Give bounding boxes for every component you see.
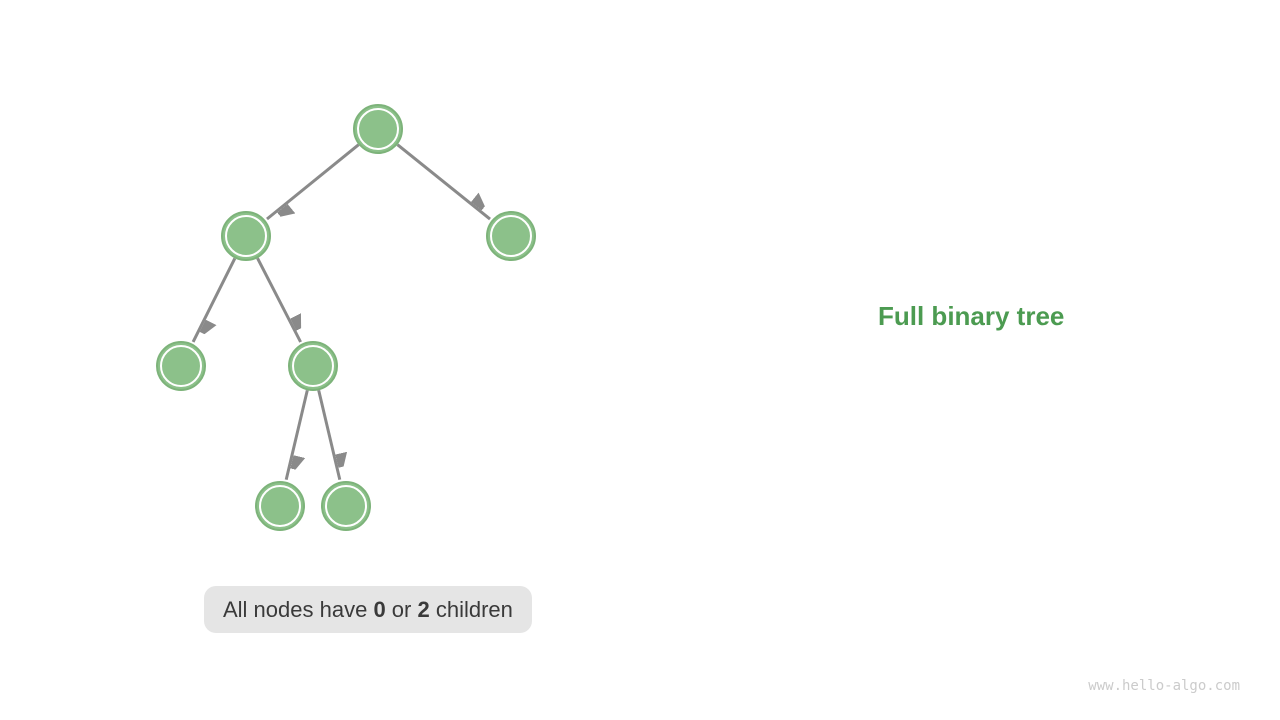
tree-edge-left-right-to-rr-child bbox=[317, 389, 340, 481]
node-circle bbox=[321, 481, 371, 531]
diagram-title: Full binary tree bbox=[878, 301, 1065, 331]
node-inner-ring bbox=[225, 215, 267, 257]
node-inner-ring bbox=[259, 485, 301, 527]
node-inner-ring bbox=[490, 215, 532, 257]
caption-text-part: All nodes have bbox=[223, 597, 374, 622]
caption-text-part: 0 bbox=[373, 597, 386, 622]
tree-edge-left-to-left-left bbox=[191, 257, 237, 343]
node-circle bbox=[255, 481, 305, 531]
node-circle bbox=[353, 104, 403, 154]
tree-edge-root-to-right bbox=[396, 143, 491, 221]
node-circle bbox=[156, 341, 206, 391]
caption-text-part: or bbox=[385, 597, 418, 622]
tree-node-root bbox=[353, 104, 403, 154]
tree-nodes bbox=[156, 104, 536, 531]
caption-text-part: 2 bbox=[417, 597, 430, 622]
tree-edge-left-right-to-ll-child bbox=[284, 389, 309, 481]
node-inner-ring bbox=[160, 345, 202, 387]
tree-edge-left-to-left-right bbox=[256, 257, 302, 343]
node-circle bbox=[221, 211, 271, 261]
tree-node-left-right bbox=[288, 341, 338, 391]
tree-edge-root-to-left bbox=[266, 143, 360, 221]
node-circle bbox=[288, 341, 338, 391]
caption-box: All nodes have 0 or 2 children bbox=[204, 586, 532, 633]
tree-node-right bbox=[486, 211, 536, 261]
tree-node-ll-child bbox=[255, 481, 305, 531]
node-inner-ring bbox=[292, 345, 334, 387]
node-inner-ring bbox=[325, 485, 367, 527]
watermark: www.hello-algo.com bbox=[1088, 678, 1240, 694]
tree-edges bbox=[191, 143, 491, 481]
node-circle bbox=[486, 211, 536, 261]
tree-node-left-left bbox=[156, 341, 206, 391]
caption-text-part: children bbox=[429, 597, 513, 622]
node-inner-ring bbox=[357, 108, 399, 150]
tree-node-left bbox=[221, 211, 271, 261]
tree-node-rr-child bbox=[321, 481, 371, 531]
